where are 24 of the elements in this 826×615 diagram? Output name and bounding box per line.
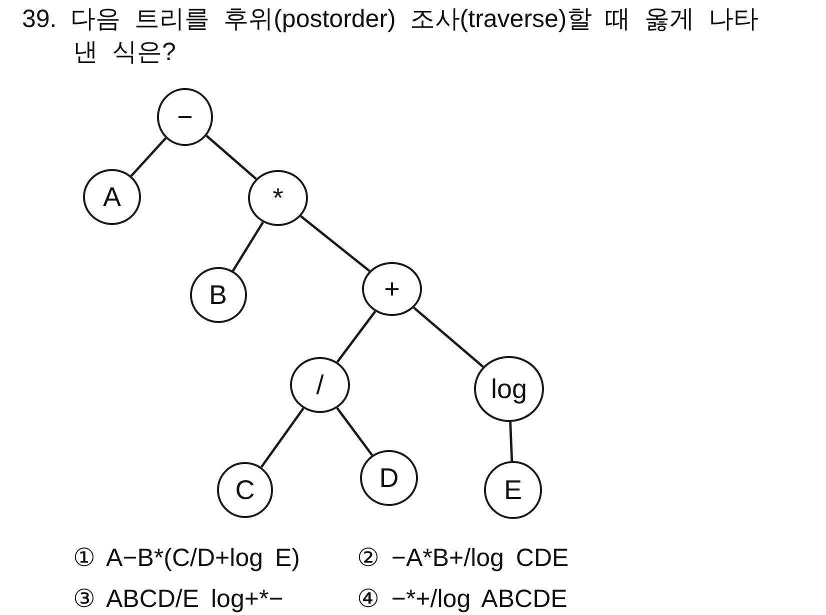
tree-node: B	[190, 267, 246, 323]
tree-node: *	[248, 170, 308, 226]
tree-edge	[232, 222, 264, 272]
question-text: 39. 다음 트리를 후위(postorder) 조사(traverse)할 때 옳게 나타낸 식은?	[22, 4, 760, 68]
tree-edge	[300, 215, 370, 272]
tree-edge	[130, 137, 167, 177]
tree-node: −	[157, 88, 213, 146]
tree-edge	[413, 306, 484, 368]
answer-choice: ④ −*+/log ABCDE	[357, 584, 568, 614]
tree-node: E	[484, 461, 542, 519]
tree-edge	[336, 310, 376, 363]
answer-choice: ③ ABCD/E log+*−	[73, 584, 284, 614]
tree-edge	[336, 407, 374, 456]
answer-choice: ② −A*B+/log CDE	[357, 543, 569, 573]
tree-edge	[260, 408, 304, 468]
answer-choice: ① A−B*(C/D+log E)	[73, 543, 300, 573]
tree-node: /	[290, 357, 350, 413]
tree-node: log	[474, 356, 544, 422]
tree-edge	[206, 134, 257, 180]
tree-node: C	[217, 462, 273, 518]
tree-node: A	[83, 169, 141, 225]
tree-edge	[509, 422, 514, 462]
tree-node: D	[360, 450, 418, 506]
tree-node: +	[362, 262, 422, 316]
